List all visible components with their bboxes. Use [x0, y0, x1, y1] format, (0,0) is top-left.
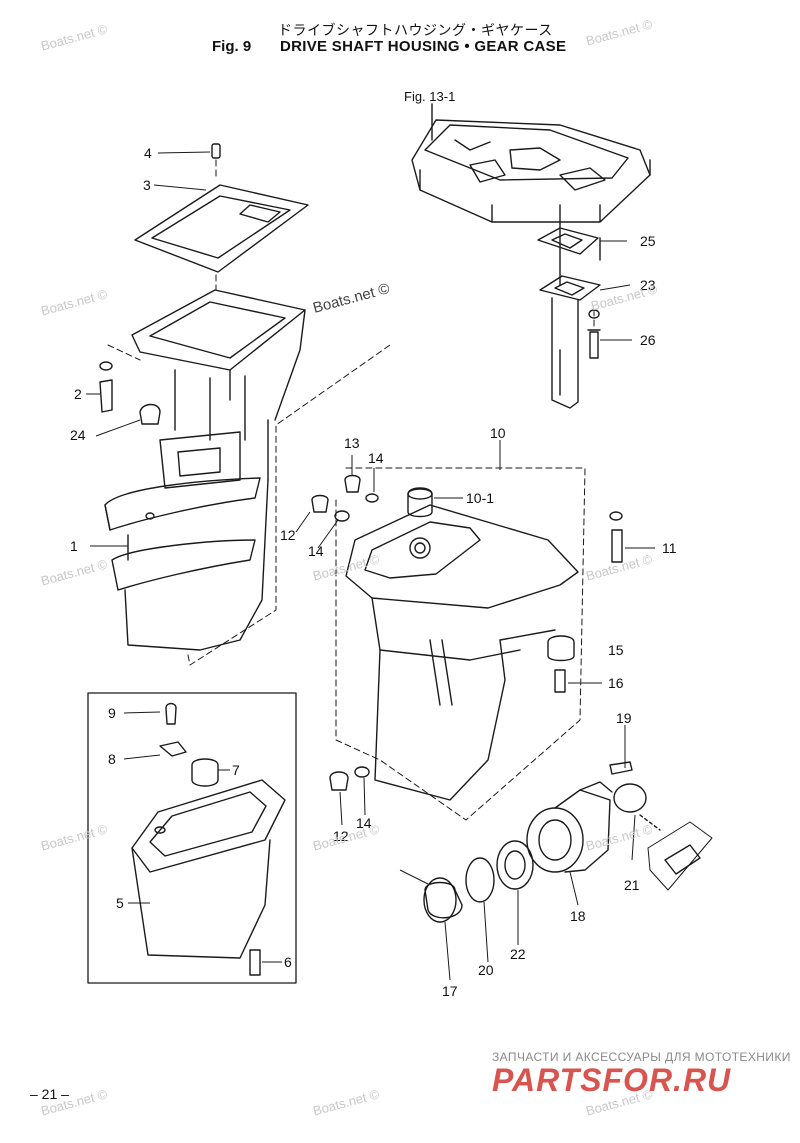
- part-24-tube-guide: [539, 275, 601, 301]
- ad-tagline: ЗАПЧАСТИ И АКСЕССУАРЫ ДЛЯ МОТОТЕХНИКИ: [492, 1050, 791, 1064]
- callout-7: 7: [232, 762, 240, 778]
- callout-14-mid: 14: [308, 543, 324, 559]
- part-3-gasket: [134, 184, 309, 273]
- callout-14-lower: 14: [356, 815, 372, 831]
- part-11-bolt: [611, 529, 623, 563]
- callout-16: 16: [608, 675, 624, 691]
- part-23-grommet: [139, 403, 161, 425]
- callout-26: 26: [640, 332, 656, 348]
- callout-21: 21: [624, 877, 640, 893]
- part-7-seal: [191, 758, 219, 787]
- callout-2: 2: [74, 386, 82, 402]
- callout-9: 9: [108, 705, 116, 721]
- callout-15: 15: [608, 642, 624, 658]
- part-19-bolt: [609, 761, 633, 775]
- part-15-grommet: [547, 635, 575, 662]
- partsfor-logo-text: PARTSFOR.RU: [492, 1062, 731, 1096]
- part-2-bolt: [99, 379, 113, 413]
- callout-8: 8: [108, 751, 116, 767]
- callout-24: 23: [640, 277, 656, 293]
- part-16-bolt: [554, 669, 566, 693]
- figure-reference: Fig. 13-1: [404, 89, 456, 104]
- callout-12-lower: 12: [333, 828, 349, 844]
- callout-3: 3: [143, 177, 151, 193]
- callout-17: 17: [442, 983, 458, 999]
- part-22-bearing: [496, 840, 534, 890]
- callout-25: 25: [640, 233, 656, 249]
- callout-5: 5: [116, 895, 124, 911]
- callout-11: 11: [662, 540, 677, 556]
- callout-4: 4: [144, 145, 152, 161]
- part-8-clip: [159, 741, 187, 757]
- part-13-plug: [344, 474, 361, 493]
- part-6-bolt: [249, 949, 261, 976]
- figure-title: DRIVE SHAFT HOUSING • GEAR CASE: [280, 38, 567, 55]
- part-18-prop-shaft-housing: [526, 781, 613, 873]
- part-25-gasket: [537, 227, 599, 255]
- callout-20: 20: [478, 962, 494, 978]
- part-4-dowel-pin: [211, 143, 221, 159]
- callout-10: 10: [490, 425, 506, 441]
- callout-1: 1: [70, 538, 78, 554]
- part-12-plug-upper: [311, 494, 329, 513]
- japanese-title: ドライブシャフトハウジング・ギヤケース: [278, 23, 553, 39]
- powerhead-base-drawing: [411, 103, 651, 223]
- callout-19: 19: [616, 710, 632, 726]
- page-number: – 21 –: [30, 1086, 69, 1102]
- part-21-seal: [613, 783, 647, 813]
- figure-number: Fig. 9: [212, 38, 252, 55]
- part-5-lower-housing: [131, 779, 286, 959]
- callout-14-top: 14: [368, 450, 384, 466]
- part-26-bolt: [587, 309, 601, 359]
- callout-22: 22: [510, 946, 526, 962]
- part-1-drive-shaft-housing: [104, 289, 306, 651]
- part-17-bearing: [424, 881, 463, 919]
- partsfor-logo: PARTSFOR.RU: [492, 1062, 731, 1096]
- callout-10-1: 10-1: [466, 490, 495, 506]
- callout-23: 24: [70, 427, 86, 443]
- callout-6: 6: [284, 954, 292, 970]
- callout-12-upper: 12: [280, 527, 296, 543]
- part-9-screw: [165, 702, 177, 725]
- callout-13: 13: [344, 435, 360, 451]
- part-10-1-bushing: [407, 487, 433, 518]
- part-10-gear-case: [345, 504, 579, 801]
- part-12-plug-lower: [329, 771, 349, 791]
- part-20-o-ring: [465, 857, 495, 903]
- callout-18: 18: [570, 908, 586, 924]
